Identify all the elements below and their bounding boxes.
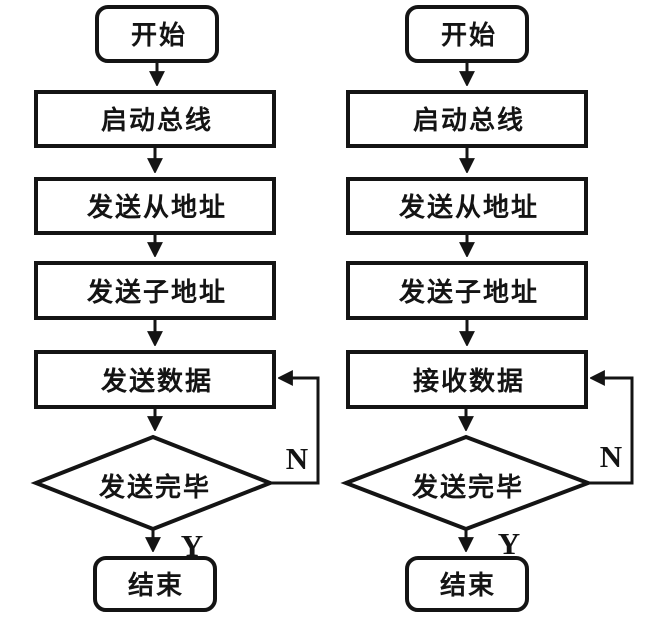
receive-step2-label: 发送从地址 — [398, 192, 539, 222]
send-step1-box — [34, 90, 276, 148]
send-yes-label: Y — [181, 528, 203, 563]
send-step1-label: 启动总线 — [101, 105, 213, 135]
send-step3-box — [34, 261, 276, 320]
receive-yes-label: Y — [498, 526, 520, 561]
receive-no-loop-line — [588, 378, 634, 485]
receive-step4-label: 接收数据 — [413, 366, 525, 396]
receive-step2-box — [346, 177, 588, 235]
receive-flowchart: 开始 启动总线 发送从地址 发送子地址 接收数据 发送完毕 N Y 结束 — [340, 5, 634, 612]
send-start-label: 开始 — [131, 20, 187, 50]
send-step2-label: 发送从地址 — [86, 192, 227, 222]
receive-step1-box — [346, 90, 588, 148]
send-no-label: N — [286, 441, 308, 476]
receive-end-label: 结束 — [440, 570, 496, 600]
send-no-loop-line — [270, 378, 320, 485]
receive-step3-label: 发送子地址 — [398, 277, 539, 307]
receive-step1-label: 启动总线 — [413, 105, 525, 135]
receive-step4-box — [346, 350, 588, 409]
send-flowchart: 开始 启动总线 发送从地址 发送子地址 发送数据 发送完毕 N Y 结束 — [30, 5, 320, 612]
receive-decision-label: 发送完毕 — [411, 472, 524, 502]
send-step3-label: 发送子地址 — [86, 277, 227, 307]
receive-start-label: 开始 — [441, 20, 497, 50]
send-decision-label: 发送完毕 — [98, 472, 211, 502]
receive-end-terminator — [405, 556, 529, 612]
receive-no-label: N — [600, 439, 622, 474]
send-end-terminator — [93, 556, 217, 612]
send-step4-label: 发送数据 — [100, 366, 213, 396]
send-end-label: 结束 — [128, 570, 184, 600]
